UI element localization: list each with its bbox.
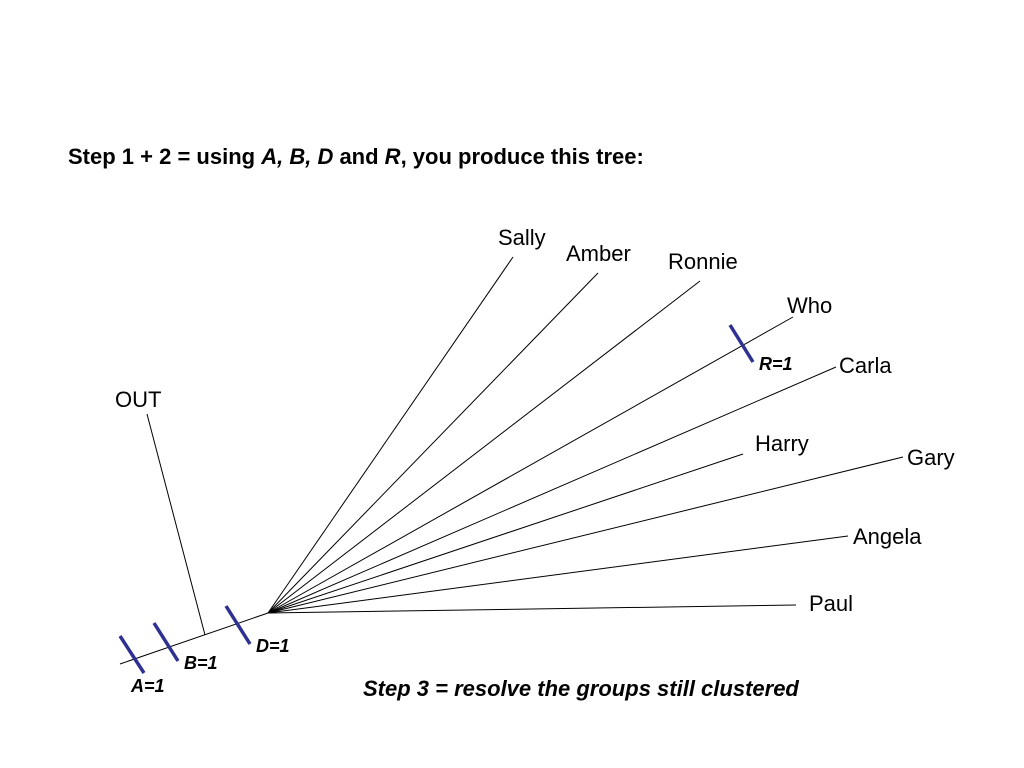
outgroup-branch: [146, 413, 206, 636]
branch-paul: [267, 604, 797, 614]
mark-r-label: R=1: [759, 354, 793, 374]
heading-var-r: R: [384, 144, 401, 169]
branch-sally: [267, 256, 514, 614]
slide-heading: Step 1 + 2 = using A, B, D and R, you pr…: [68, 144, 644, 170]
taxon-ronnie: Ronnie: [668, 249, 738, 274]
branch-carla: [267, 366, 837, 614]
branch-gary: [267, 456, 904, 614]
branch-angela: [267, 535, 849, 614]
taxon-carla: Carla: [839, 353, 892, 378]
mark-d-tick: [224, 605, 252, 645]
outgroup-label: OUT: [115, 387, 161, 412]
taxon-paul: Paul: [809, 591, 853, 616]
taxon-gary: Gary: [907, 445, 955, 470]
heading-var-b: B: [289, 144, 306, 169]
heading-sep-2: ,: [305, 144, 318, 169]
mark-r-tick: [728, 324, 755, 363]
branch-amber: [267, 272, 599, 614]
heading-var-d: D: [317, 144, 334, 169]
heading-and: and: [333, 144, 385, 169]
heading-suffix: , you produce this tree:: [400, 144, 644, 169]
mark-b-tick: [152, 622, 180, 662]
mark-a-tick: [118, 635, 146, 674]
taxon-who: Who: [787, 293, 832, 318]
branch-who: [267, 316, 794, 614]
mark-d-label: D=1: [256, 636, 290, 656]
taxon-angela: Angela: [853, 524, 922, 549]
trunk-branch: [119, 612, 269, 665]
taxon-sally: Sally: [498, 225, 546, 250]
branch-harry: [267, 453, 744, 614]
branch-ronnie: [267, 280, 701, 614]
step-3-note: Step 3 = resolve the groups still cluste…: [363, 676, 799, 701]
heading-prefix: Step 1 + 2 = using: [68, 144, 262, 169]
mark-b-label: B=1: [184, 653, 218, 673]
heading-sep-1: ,: [277, 144, 290, 169]
heading-var-a: A: [261, 144, 278, 169]
taxon-amber: Amber: [566, 241, 631, 266]
taxon-harry: Harry: [755, 431, 809, 456]
mark-a-label: A=1: [130, 676, 165, 696]
